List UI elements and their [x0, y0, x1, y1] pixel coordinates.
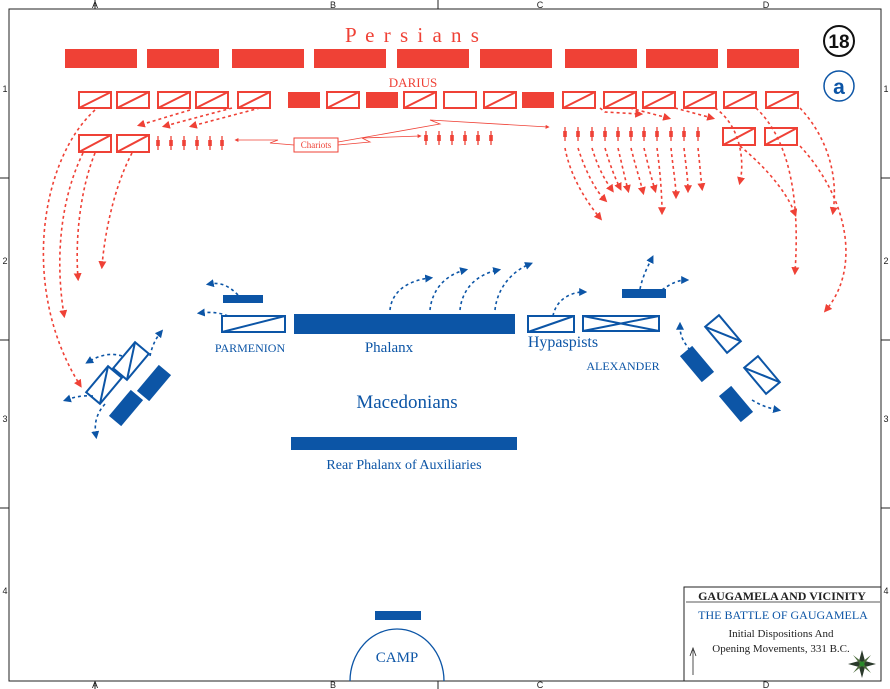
grid-row-label-right: 1	[883, 84, 888, 94]
chariot-icon	[642, 127, 646, 141]
phalanx-label: Phalanx	[365, 340, 414, 356]
persian-front-line	[65, 49, 799, 68]
chariot-icon	[669, 127, 673, 141]
persian-flank-cavalry	[78, 127, 798, 153]
parmenion-label: PARMENION	[215, 341, 286, 355]
map-frame	[8, 8, 882, 682]
chariot-charge-arrow	[643, 147, 658, 194]
darius-label: DARIUS	[389, 75, 437, 90]
grid-col-label-top: D	[763, 0, 770, 10]
grid-col-label-bottom: C	[537, 680, 544, 689]
chariot-icon	[590, 127, 594, 141]
chariot-charge-arrow	[670, 147, 680, 200]
chariot-icon	[156, 136, 160, 150]
alexander-label: ALEXANDER	[586, 359, 659, 373]
chariot-charge-arrow	[591, 147, 614, 193]
chariot-icon	[437, 131, 441, 145]
grid-col-label-top: B	[330, 0, 336, 10]
north-arrow-icon	[689, 646, 697, 675]
map-number: 18	[828, 32, 849, 53]
macedonian-camp: CAMP	[349, 611, 445, 682]
map-letter: a	[833, 76, 845, 99]
grid-row-labels: 1 2 3 4 1 2 3 4	[2, 84, 888, 596]
grid-col-label-bottom: A	[92, 680, 98, 689]
chariot-icon	[655, 127, 659, 141]
grid-row-label-left: 1	[2, 84, 7, 94]
rear-phalanx	[291, 437, 517, 450]
title-line-1: GAUGAMELA AND VICINITY	[698, 589, 866, 603]
chariots-callout: Chariots	[234, 119, 550, 153]
macedonian-main-line	[221, 289, 666, 334]
chariot-icon	[696, 127, 700, 141]
persian-second-line-solid	[288, 92, 554, 108]
hypaspists-label: Hypaspists	[528, 334, 598, 351]
chariots-label: Chariots	[301, 140, 332, 150]
map-letter-badge: a	[823, 70, 855, 102]
chariot-icon	[169, 136, 173, 150]
chariot-charge-arrow	[656, 147, 666, 216]
chariot-icon	[682, 127, 686, 141]
grid-col-label-bottom: B	[330, 680, 336, 689]
chariot-groups	[156, 127, 700, 150]
chariot-icon	[616, 127, 620, 141]
chariot-icon	[182, 136, 186, 150]
persians-title: P e r s i a n s	[345, 23, 481, 47]
chariot-charge-arrow	[617, 147, 631, 194]
title-line-3: Initial Dispositions And	[728, 628, 834, 640]
chariot-icon	[424, 131, 428, 145]
grid-row-label-right: 4	[883, 586, 888, 596]
chariot-icon	[489, 131, 493, 145]
macedonians-title: Macedonians	[356, 392, 457, 413]
chariot-charge-arrow	[630, 147, 646, 196]
chariot-icon	[563, 127, 567, 141]
chariot-charge-arrow	[697, 147, 706, 192]
grid-row-label-right: 2	[883, 256, 888, 266]
persian-attack-arrows	[42, 107, 847, 388]
chariot-icon	[603, 127, 607, 141]
grid-col-label-top: C	[537, 0, 544, 10]
macedonian-movement-arrows	[62, 255, 782, 440]
macedonian-left-flank	[84, 340, 172, 427]
title-line-2: THE BATTLE OF GAUGAMELA	[698, 608, 868, 622]
chariot-icon	[629, 127, 633, 141]
chariot-charge-arrow	[564, 147, 603, 221]
map-number-badge: 18	[823, 25, 855, 57]
macedonian-right-flank	[679, 313, 782, 423]
grid-column-labels: A B C D A B C D	[92, 0, 770, 689]
chariot-icon	[195, 136, 199, 150]
grid-row-label-left: 4	[2, 586, 7, 596]
grid-col-label-bottom: D	[763, 680, 770, 689]
grid-row-label-left: 2	[2, 256, 7, 266]
rear-phalanx-label: Rear Phalanx of Auxiliaries	[326, 458, 481, 473]
grid-row-label-left: 3	[2, 414, 7, 424]
chariot-icon	[576, 127, 580, 141]
chariot-icon	[220, 136, 224, 150]
chariot-charge-arrows	[564, 147, 706, 221]
grid-row-label-right: 3	[883, 414, 888, 424]
compass-star-icon	[848, 650, 876, 678]
persian-second-line	[78, 91, 799, 109]
title-line-4: Opening Movements, 331 B.C.	[712, 643, 850, 655]
chariot-icon	[450, 131, 454, 145]
chariot-icon	[463, 131, 467, 145]
chariot-icon	[476, 131, 480, 145]
chariot-charge-arrow	[577, 147, 608, 203]
camp-label: CAMP	[376, 650, 419, 666]
grid-col-label-top: A	[92, 0, 98, 10]
map-title-box: GAUGAMELA AND VICINITY THE BATTLE OF GAU…	[683, 586, 882, 682]
chariot-icon	[208, 136, 212, 150]
chariot-charge-arrow	[683, 147, 692, 194]
